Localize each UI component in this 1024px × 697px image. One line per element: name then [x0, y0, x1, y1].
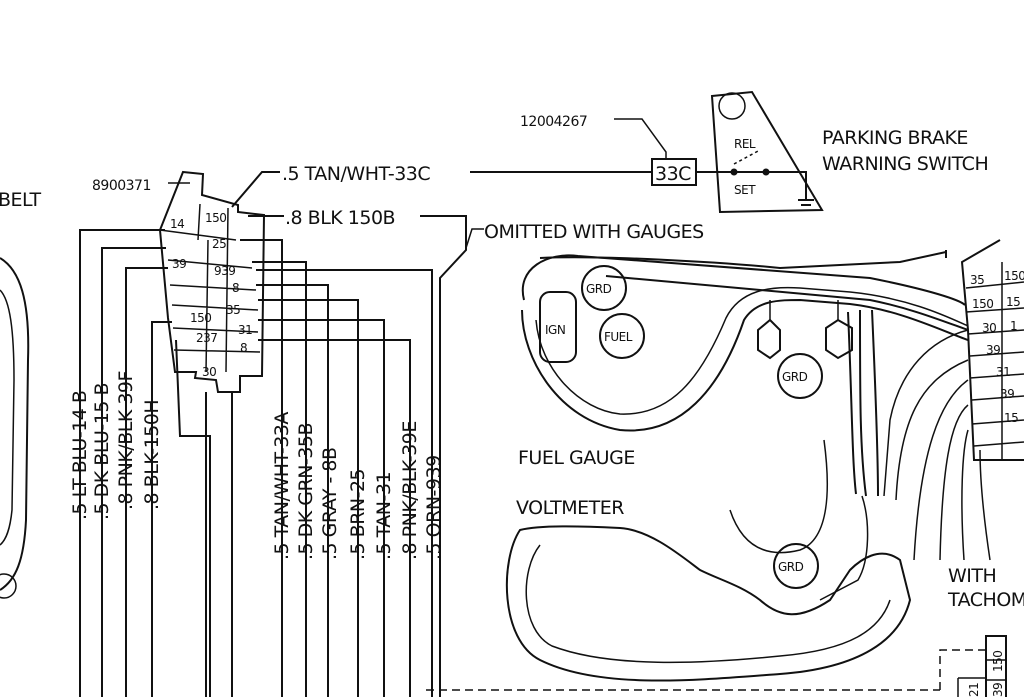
rc-cell-150a: 150: [1004, 269, 1024, 283]
voltmeter-outline: [505, 439, 912, 682]
grd-label-bottom: GRD: [778, 560, 804, 574]
cell-150-top: 150: [205, 211, 226, 225]
wire-orn-939: [256, 269, 433, 697]
wire-tan-wht-33a: [240, 239, 283, 697]
rc-cell-15: 15: [1004, 411, 1018, 425]
cell-14: 14: [170, 217, 184, 231]
rc-cell-35: 35: [970, 273, 984, 287]
with-tach-line1: WITH: [948, 565, 996, 587]
omitted-leader: [465, 228, 484, 249]
connector-part-number: 8900371: [92, 178, 151, 194]
rc-cell-31: 31: [996, 365, 1010, 379]
switch-set-label: SET: [734, 183, 756, 197]
wire-label-tan-wht-33c: .5 TAN/WHT-33C: [282, 163, 430, 185]
belt-label: BELT: [0, 189, 42, 211]
fuel-terminal: FUEL: [599, 313, 645, 359]
wire-label-dk-blu-15b: .5 DK BLU-15 B: [91, 383, 113, 520]
wire-dk-blu-15b: [101, 247, 166, 697]
rc-cell-150b: 150: [972, 297, 993, 311]
grd-label-top: GRD: [586, 282, 612, 296]
wire-label-dk-grn-35b: .5 DK GRN-35B: [295, 423, 317, 560]
wire-label-gray-8b: .5 GRAY - 8B: [319, 447, 341, 560]
wire-150b-down: [420, 215, 467, 697]
grd-label-mid: GRD: [782, 370, 808, 384]
wire-center-drops: [205, 392, 233, 697]
left-component-outline: [0, 257, 30, 591]
rc-cell-30: 30: [982, 321, 996, 335]
cell-35: 35: [226, 303, 240, 317]
switch-part-leader: [614, 118, 667, 160]
cell-150-mid: 150: [190, 311, 211, 325]
switch-rel-label: REL: [734, 137, 756, 151]
rc-cell-15b: 15: [1006, 295, 1020, 309]
wire-dk-grn-35b: [252, 261, 307, 697]
parking-brake-switch: REL SET: [710, 90, 824, 214]
wire-label-orn-939: .5 ORN-939: [423, 455, 445, 560]
terminal-33c-label: 33C: [655, 163, 691, 185]
bottom-right-connector: 150 39 21: [957, 635, 1007, 697]
voltmeter-label: VOLTMETER: [516, 497, 624, 519]
wire-blk-150h: [151, 321, 172, 697]
wire-center-drop-a: [175, 339, 211, 697]
br-cell-39: 39: [991, 683, 1005, 697]
rc-cell-39a: 39: [986, 343, 1000, 357]
cell-8-lower: 8: [240, 341, 247, 355]
wire-label-blk-150h: .8 BLK-150H: [141, 400, 163, 510]
grd-terminal-bottom: GRD: [773, 543, 819, 589]
fuel-gauge-label: FUEL GAUGE: [518, 447, 635, 469]
ign-terminal: IGN: [539, 291, 577, 363]
wire-label-tan-31: .5 TAN-31: [373, 472, 395, 560]
wire-33c-run: [231, 171, 280, 208]
wire-tan-31: [258, 319, 385, 697]
grd-terminal-mid: GRD: [777, 353, 823, 399]
left-component-circle: [0, 573, 17, 599]
main-connector: 14 150 39 25 939 8 35 150 31 237 30 8: [158, 170, 266, 393]
grd-terminal-top: GRD: [581, 265, 627, 311]
wire-label-pnk-blk-39f: .8 PNK/BLK 39F: [115, 371, 137, 510]
wire-label-tan-wht-33a: .5 TAN/WHT-33A: [271, 412, 293, 560]
wire-brn-25: [258, 299, 359, 697]
wire-pnk-blk-39f: [125, 267, 168, 697]
rc-cell-39b: 39: [1000, 387, 1014, 401]
cell-237: 237: [196, 331, 217, 345]
wire-label-brn-25: .5 BRN-25: [347, 469, 369, 560]
cell-25: 25: [212, 237, 226, 251]
wire-label-pnk-blk-39e: .8 PNK/BLK-39E: [399, 421, 421, 560]
br-cell-21: 21: [967, 683, 981, 697]
cell-939: 939: [214, 264, 235, 278]
wire-label-blk-150b: .8 BLK 150B: [285, 207, 395, 229]
wire-lt-blu-14b: [79, 229, 165, 697]
wire-pnk-blk-39e: [258, 339, 411, 697]
switch-title-line1: PARKING BRAKE: [822, 127, 968, 149]
cell-31: 31: [238, 323, 252, 337]
wire-label-lt-blu-14b: .5 LT BLU-14 B: [69, 391, 91, 520]
right-connector: 35 150 150 30 39 31 39 15 15 1: [960, 239, 1024, 461]
cell-30: 30: [202, 365, 216, 379]
wire-gray-8b: [256, 284, 329, 697]
with-tach-line2: TACHOM: [947, 589, 1024, 611]
omitted-with-gauges-note: OMITTED WITH GAUGES: [484, 221, 704, 243]
ign-label: IGN: [545, 323, 565, 337]
rc-cell-1: 1: [1010, 319, 1017, 333]
left-component-inner: [0, 289, 15, 546]
bottom-dashed-riser: [939, 649, 986, 690]
switch-part-number: 12004267: [520, 114, 587, 130]
cell-8-upper: 8: [232, 281, 239, 295]
fuel-label: FUEL: [604, 330, 633, 344]
switch-title-line2: WARNING SWITCH: [822, 153, 988, 175]
cell-39: 39: [172, 257, 186, 271]
br-cell-150: 150: [991, 651, 1005, 672]
